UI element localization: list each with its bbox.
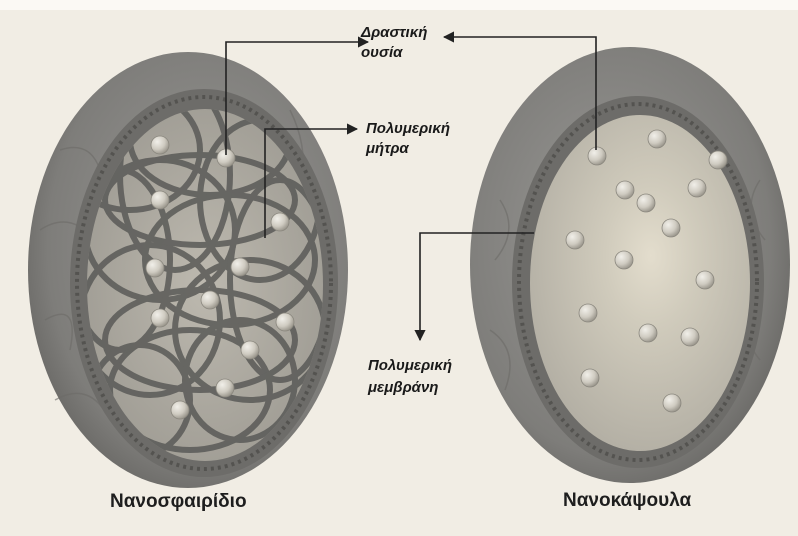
active-substance-particle [579,304,597,322]
label-polymer-membrane: Πολυμερική μεμβράνη [368,355,452,399]
active-substance-particle [151,136,169,154]
active-substance-particle [151,309,169,327]
label-active-substance-line1: Δραστική [361,23,427,43]
active-substance-particle [616,181,634,199]
active-substance-particle [615,251,633,269]
active-substance-particle [588,147,606,165]
active-substance-particle [231,258,249,276]
active-substance-particle [171,401,189,419]
active-substance-particle [581,369,599,387]
active-substance-particle [662,219,680,237]
caption-nanocapsule: Νανοκάψουλα [563,490,691,512]
active-substance-particle [681,328,699,346]
caption-nanosphere: Νανοσφαιρίδιο [110,491,247,513]
active-substance-particle [709,151,727,169]
active-substance-particle [151,191,169,209]
active-substance-particle [201,291,219,309]
label-polymer-matrix: Πολυμερική μήτρα [366,119,450,159]
active-substance-particle [566,231,584,249]
nanocapsule [470,47,790,483]
active-substance-particle [216,379,234,397]
label-polymer-matrix-line2: μήτρα [366,139,450,159]
active-substance-particle [276,313,294,331]
label-active-substance-line2: ουσία [361,43,427,63]
label-active-substance: Δραστική ουσία [361,23,427,63]
active-substance-particle [271,213,289,231]
active-substance-particle [241,341,259,359]
label-polymer-membrane-line1: Πολυμερική [368,355,452,377]
nanosphere [28,52,348,488]
active-substance-particle [663,394,681,412]
active-substance-particle [648,130,666,148]
active-substance-particle [146,259,164,277]
active-substance-particle [696,271,714,289]
label-polymer-matrix-line1: Πολυμερική [366,119,450,139]
active-substance-particle [639,324,657,342]
active-substance-particle [688,179,706,197]
top-band [0,0,798,10]
label-polymer-membrane-line2: μεμβράνη [368,377,452,399]
active-substance-particle [637,194,655,212]
